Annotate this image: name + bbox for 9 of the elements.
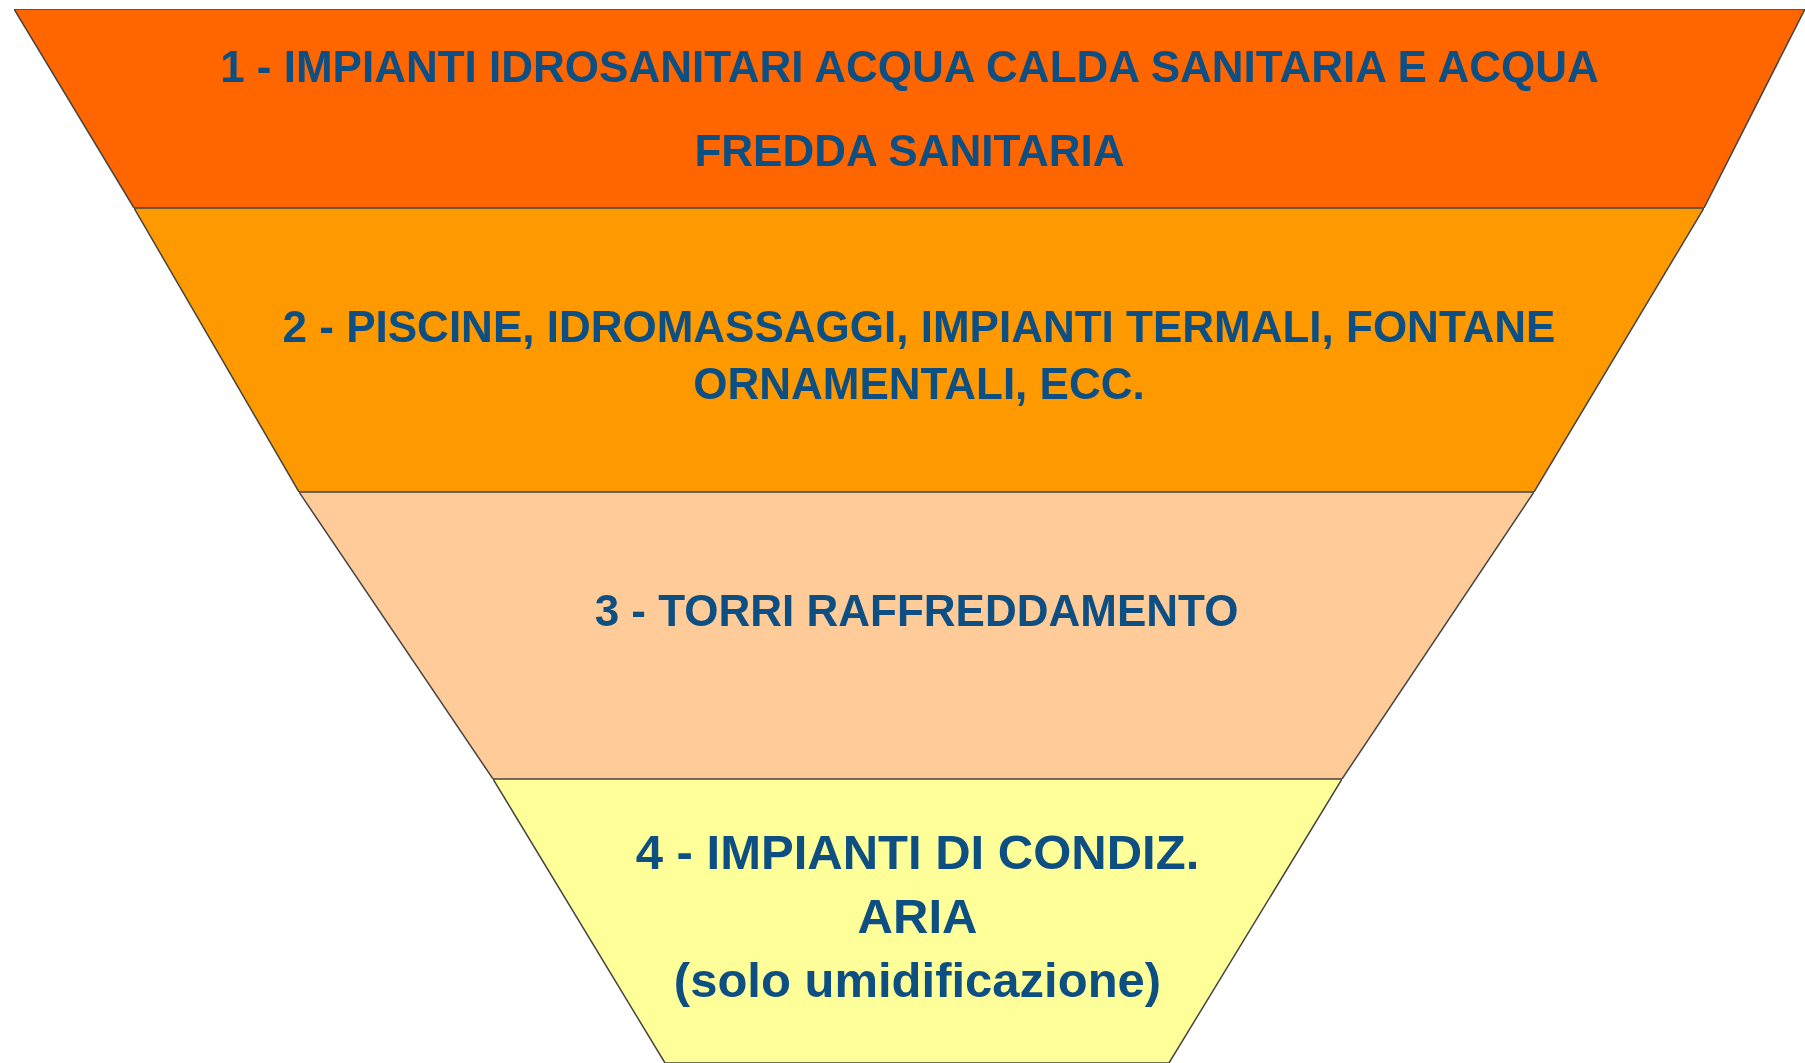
band-label: (solo umidificazione)	[673, 951, 1162, 1009]
funnel-band	[134, 208, 1704, 492]
funnel-band	[14, 9, 1805, 208]
band-label: 4 - IMPIANTI DI CONDIZ. ARIA	[634, 824, 1201, 946]
funnel-band	[299, 492, 1534, 779]
band-label: 1 - IMPIANTI IDROSANITARI ACQUA CALDA SANITARIA E ACQUA FREDDA SANITARIA	[219, 40, 1600, 177]
band-label: 2 - PISCINE, IDROMASSAGGI, IMPIANTI TERMALI, FONTANE ORNAMENTALI, ECC.	[281, 300, 1557, 410]
band-label: 3 - TORRI RAFFREDDAMENTO	[594, 584, 1239, 637]
funnel-band	[493, 779, 1342, 1063]
